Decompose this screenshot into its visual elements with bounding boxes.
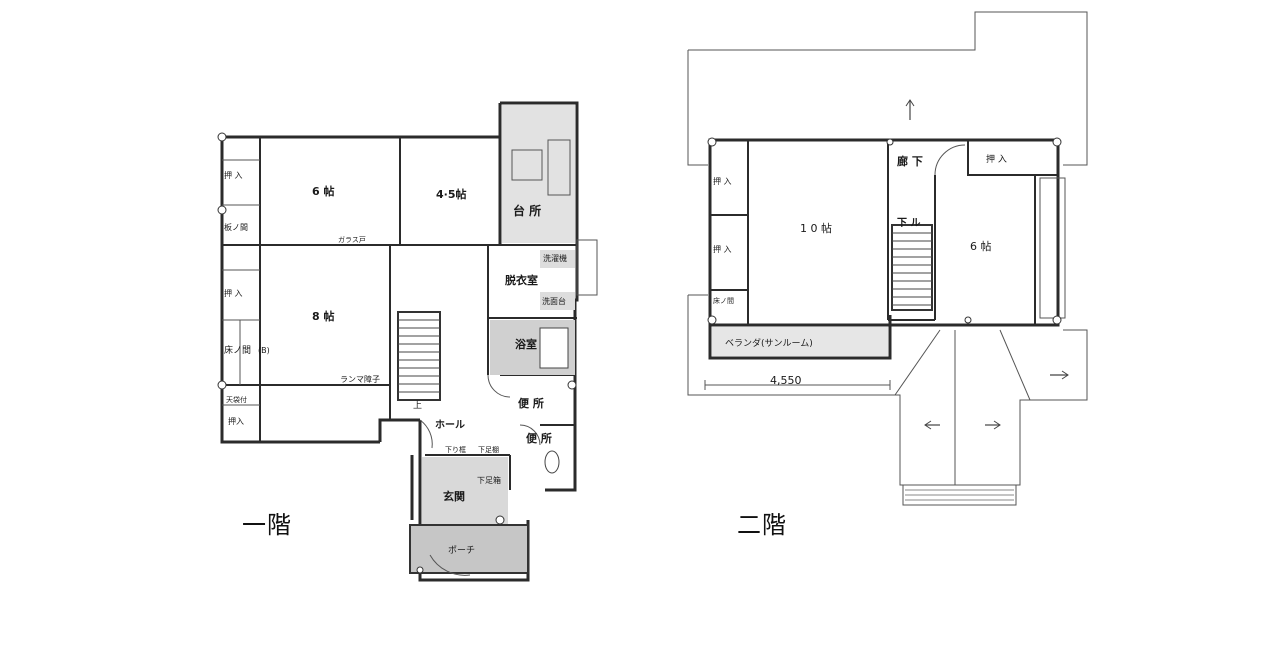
room-bath: 浴室 [515,337,537,351]
floor2-stairs [891,224,933,311]
room-veranda: ベランダ(サンルーム) [725,337,813,349]
room-shoebox: 下足箱 [477,475,501,485]
label-oshiire-2f-2: 押 入 [713,244,732,254]
room-dressing: 脱衣室 [505,273,538,287]
room-6jo: 6 帖 [312,184,334,198]
entrance-floor [422,457,508,532]
label-ranma: ランマ障子 [340,374,380,384]
kitchen-floor [502,105,575,243]
room-toilet: 便 所 [518,396,544,410]
dimension-line [704,380,891,390]
corridor-door-swing [934,144,966,176]
room-hall: ホール [435,419,465,431]
kitchen-stove [547,139,571,196]
room-4-5jo: 4·5帖 [436,187,467,201]
floor1-door-swings [419,374,541,576]
room-toilet2: 便 所 [526,431,552,445]
veranda-floor [712,327,888,356]
bathtub [539,327,569,369]
floor1-plan: 6 帖 4·5帖 台 所 8 帖 洗濯機 脱衣室 洗面台 浴室 ホール 便 所 … [217,101,598,582]
label-glass: ガラス戸 [338,235,366,244]
label-up: 上 [413,400,422,411]
room-corridor: 廊 下 [897,154,923,168]
kitchen-door-bump [576,239,598,296]
roof-eave-hatch [905,489,1014,501]
room-kitchen: 台 所 [513,203,541,218]
label-kaidan: 下り框 [445,445,466,454]
floor2-window-bay [1039,177,1066,319]
room-10jo: 1 0 帖 [800,222,832,235]
label-oshiire-2f-1: 押 入 [713,176,732,186]
room-washstand: 洗面台 [542,296,566,306]
label-b: (B) [258,346,270,355]
label-tokonoma: 床ノ間 [224,344,251,356]
floor1-posts [217,132,577,574]
floor1-caption: 一階 [242,511,292,539]
room-entrance: 玄関 [443,489,465,503]
floor2-interior-walls [710,140,1058,325]
label-oshiire-top: 押 入 [986,153,1007,165]
laundry-box [540,250,575,268]
floor2-posts [707,137,1062,325]
floor2-plan: 1 0 帖 6 帖 廊 下 ベランダ(サンルーム) 下 ル 押 入 押 入 押 … [687,11,1088,506]
floor2-caption: 二階 [737,511,787,539]
label-tenbukuro: 天袋付 [226,395,247,404]
room-6jo-2f: 6 帖 [970,240,992,253]
floor1-closets [222,159,260,406]
roof-outline-bottom [687,294,1088,486]
toilet-fixture [544,450,560,474]
dimension-4550: 4,550 [770,374,802,387]
room-porch: ポーチ [448,545,475,556]
label-down: 下 ル [897,217,920,229]
floor2-outer-walls [708,138,1060,360]
label-oshiire-2: 押 入 [224,288,243,298]
label-tokonoma-2f: 床ノ間 [713,296,734,305]
label-itanoma: 板ノ間 [224,222,248,232]
roof-arrows [905,99,1069,430]
floor1-stairs [397,311,441,401]
porch-floor [409,524,529,574]
room-laundry: 洗濯機 [543,253,567,263]
kitchen-sink [511,149,543,181]
label-oshiire-1: 押 入 [224,170,243,180]
label-oshiire-3: 押入 [228,416,244,426]
room-8jo: 8 帖 [312,309,334,323]
label-shoebox2: 下足棚 [478,445,499,454]
roof-ridge [894,329,1031,401]
washstand-box [540,292,575,310]
roof-outline-top [687,11,1088,166]
